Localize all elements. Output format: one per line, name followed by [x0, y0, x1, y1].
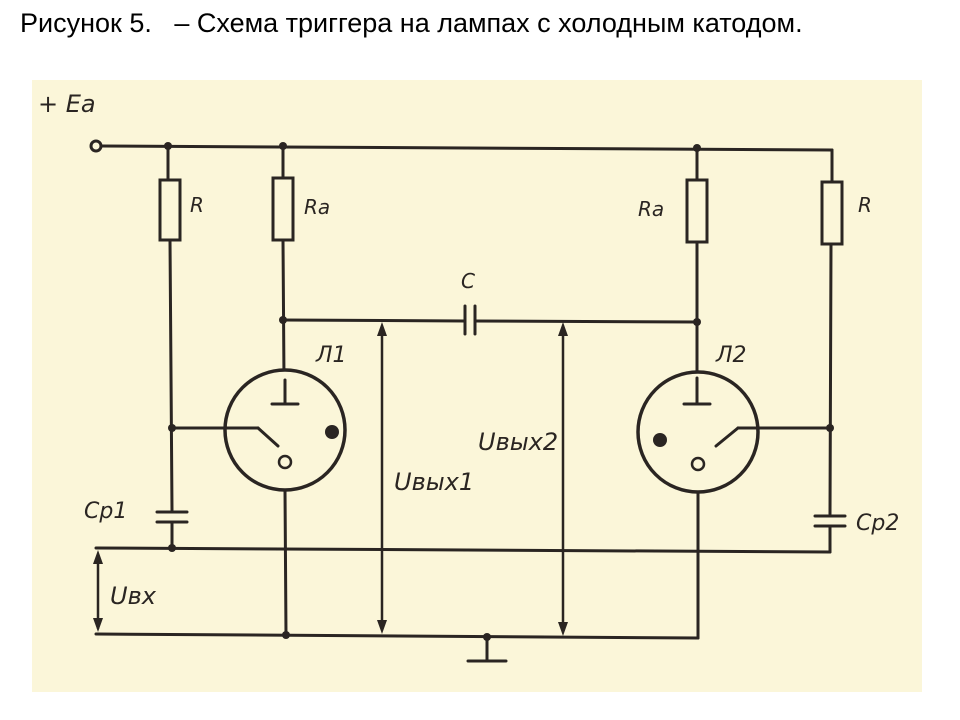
junction-dot [168, 424, 176, 432]
lamp-l1-grid [256, 426, 280, 448]
lamp-l1-electrode [325, 425, 339, 439]
label-u-out2: Uвых2 [478, 428, 558, 456]
label-lamp2: Л2 [715, 343, 747, 368]
lamp-l2-grid [714, 426, 740, 448]
label-cp2: Cp2 [856, 511, 899, 536]
label-ra-left: Ra [304, 195, 330, 219]
label-r-left: R [190, 193, 204, 217]
lamp-l2-cathode [690, 456, 706, 472]
resistor-ra-right [685, 178, 709, 244]
page-title: Рисунок 5. – Схема триггера на лампах с … [20, 8, 803, 38]
label-r-right: R [858, 193, 872, 217]
ground-bus [94, 632, 700, 640]
label-supply: + Ea [38, 90, 96, 118]
input-bus [94, 546, 832, 554]
resistor-ra-left [271, 176, 295, 242]
label-u-in: Uвх [110, 582, 157, 610]
label-u-out1: Uвых1 [394, 468, 474, 496]
lamp-l1-cathode [277, 454, 293, 470]
resistor-r-left [158, 178, 182, 242]
label-capacitor: C [461, 269, 475, 293]
resistor-r-right [820, 180, 844, 246]
label-ra-right: Ra [638, 197, 664, 221]
label-lamp1: Л1 [315, 343, 347, 368]
lamp-l2-electrode [653, 433, 667, 447]
supply-rail [99, 144, 834, 152]
label-cp1: Cp1 [84, 499, 127, 524]
